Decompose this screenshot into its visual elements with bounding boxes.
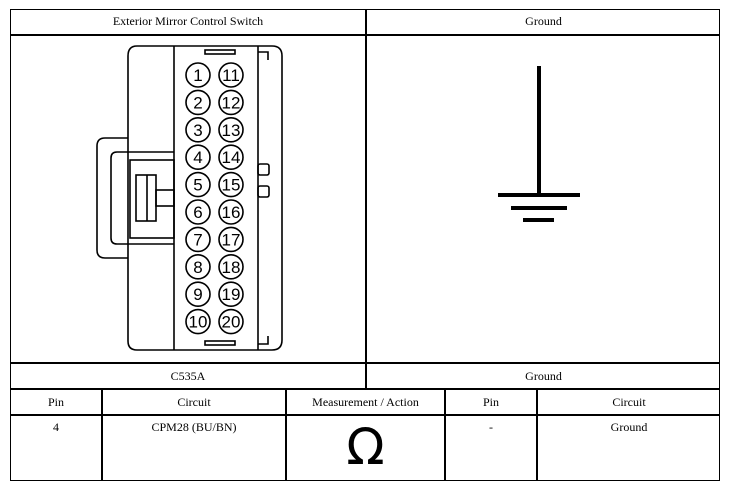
divider-main-center <box>365 9 367 389</box>
pin-10-circle <box>185 308 211 335</box>
pin-1-label: 1 <box>193 66 202 85</box>
header-pin-a: Pin <box>47 395 64 409</box>
pin-4-label: 4 <box>193 148 202 167</box>
pin-18-circle <box>218 253 244 280</box>
pin-14-circle <box>218 144 244 170</box>
pin-4-circle <box>185 144 211 170</box>
ohm-symbol-icon: Ω <box>346 418 385 476</box>
pin-12-circle <box>218 89 244 116</box>
pin-20-label: 20 <box>222 313 241 332</box>
divider-col-4 <box>536 388 538 481</box>
pin-5-circle <box>185 171 211 198</box>
pin-2-circle <box>185 89 211 116</box>
pin-5-label: 5 <box>193 176 202 195</box>
row-pin-a: 4 <box>53 420 59 434</box>
pin-6-circle <box>185 199 211 225</box>
connector-title: Exterior Mirror Control Switch <box>112 14 264 28</box>
pin-1-circle <box>185 62 211 88</box>
header-circuit-b: Circuit <box>612 395 646 409</box>
row-circuit-b: Ground <box>610 420 648 434</box>
pin-17-label: 17 <box>222 230 241 249</box>
pin-13-label: 13 <box>222 121 241 140</box>
pin-16-circle <box>218 199 244 225</box>
row-circuit-a: CPM28 (BU/BN) <box>151 420 237 434</box>
pin-14-label: 14 <box>222 148 241 167</box>
header-measurement: Measurement / Action <box>312 395 419 409</box>
row-pin-b: - <box>489 420 493 434</box>
pin-7-circle <box>185 226 211 253</box>
pin-11-circle <box>218 62 244 88</box>
pin-16-label: 16 <box>222 203 241 222</box>
pin-2-label: 2 <box>193 93 202 112</box>
pin-13-circle <box>218 117 244 143</box>
pin-3-circle <box>185 117 211 143</box>
pin-11-label: 11 <box>222 66 240 85</box>
pin-9-circle <box>185 281 211 308</box>
pin-8-label: 8 <box>193 258 202 277</box>
pin-9-label: 9 <box>193 285 202 304</box>
pin-15-label: 15 <box>222 176 241 195</box>
ground-symbol-icon <box>498 66 580 222</box>
header-circuit-a: Circuit <box>177 395 211 409</box>
divider-table-row <box>10 414 720 416</box>
pin-19-circle <box>218 281 244 308</box>
divider-col-2 <box>285 388 287 481</box>
pin-15-circle <box>218 171 244 198</box>
pin-3-label: 3 <box>193 121 202 140</box>
ground-label: Ground <box>525 369 562 383</box>
pin-6-label: 6 <box>193 203 202 222</box>
divider-col-3 <box>444 388 446 481</box>
ground-title: Ground <box>525 14 562 28</box>
pin-20-circle <box>218 308 244 335</box>
pin-8-circle <box>185 253 211 280</box>
header-pin-b: Pin <box>482 395 499 409</box>
connector-id-label: C535A <box>170 369 206 383</box>
pin-18-label: 18 <box>222 258 241 277</box>
pin-10-label: 10 <box>189 313 208 332</box>
pin-7-label: 7 <box>193 230 202 249</box>
pin-17-circle <box>218 226 244 253</box>
pin-19-label: 19 <box>222 285 241 304</box>
divider-col-1 <box>101 388 103 481</box>
pin-12-label: 12 <box>222 93 241 112</box>
